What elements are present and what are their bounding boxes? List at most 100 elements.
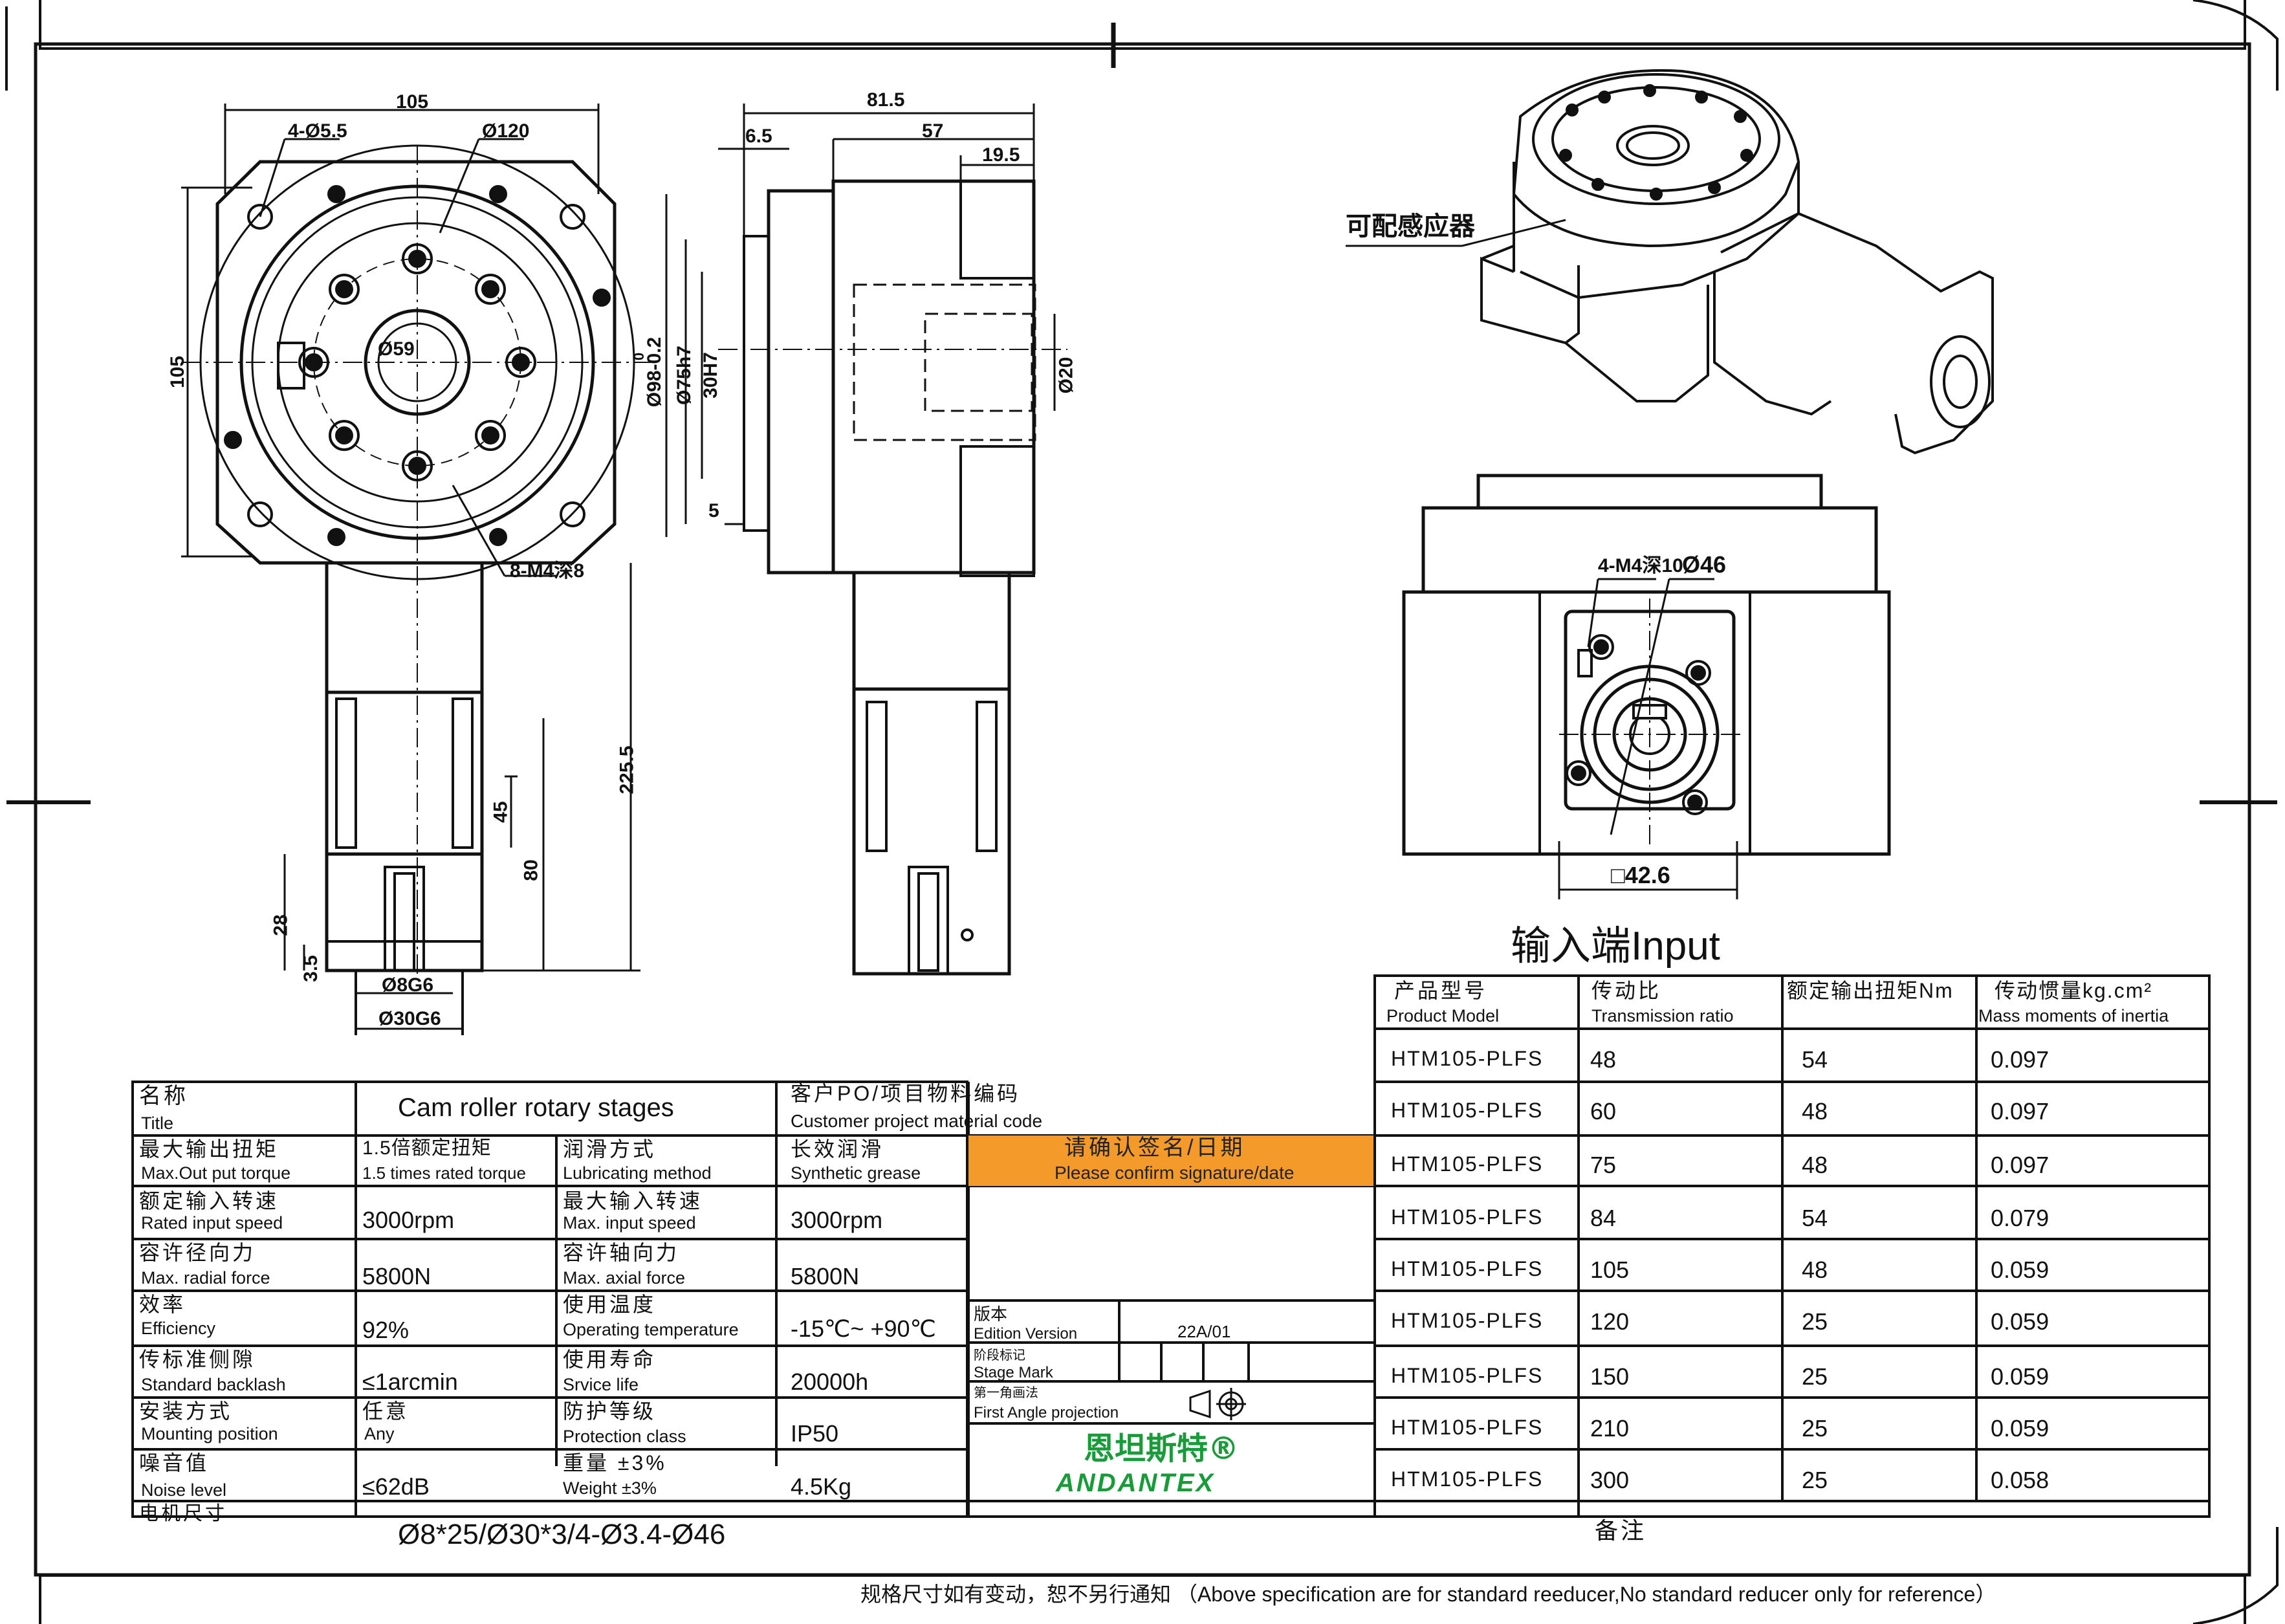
edition-label-cn: 版本 bbox=[974, 1304, 1008, 1324]
spec-row0-label-en: Max.Out put torque bbox=[141, 1163, 291, 1183]
model-name-cell: HTM105-PLFS bbox=[1391, 1257, 1544, 1280]
spec-row1-r-cn: 最大输入转速 bbox=[563, 1189, 703, 1213]
ratio-cell: 150 bbox=[1590, 1363, 1630, 1390]
model-name-cell: HTM105-PLFS bbox=[1391, 1467, 1544, 1491]
spec-row5-r-cn: 防护等级 bbox=[563, 1399, 657, 1423]
corner-mark-tr bbox=[2192, 0, 2279, 91]
ratio-cell: 60 bbox=[1590, 1098, 1617, 1125]
model-header-3-cn: 传动惯量kg.cm² bbox=[1995, 979, 2153, 1002]
ratio-cell: 75 bbox=[1590, 1152, 1617, 1178]
ratio-cell: 84 bbox=[1590, 1205, 1617, 1231]
dim-dia-75: Ø75h7 bbox=[673, 346, 695, 405]
ratio-cell: 48 bbox=[1590, 1046, 1617, 1073]
spec-row5-r-en: Protection class bbox=[563, 1427, 686, 1446]
spec-row5-v1-cn: 任意 bbox=[362, 1399, 410, 1423]
torque-cell: 54 bbox=[1802, 1205, 1828, 1231]
ratio-cell: 300 bbox=[1590, 1467, 1630, 1493]
dim-holes-8: 8-M4深8 bbox=[510, 560, 585, 582]
projection-label-en: First Angle projection bbox=[974, 1404, 1119, 1421]
model-header-0-en: Product Model bbox=[1386, 1006, 1500, 1026]
spec-row6-label-en: Noise level bbox=[141, 1480, 227, 1500]
dim-dia-59: Ø59 bbox=[378, 338, 415, 360]
dim-dia-20: Ø20 bbox=[1055, 357, 1077, 394]
spec-row3-v2: -15℃~ +90℃ bbox=[791, 1315, 936, 1342]
stage-label-en: Stage Mark bbox=[974, 1364, 1053, 1381]
spec-row4-r-en: Srvice life bbox=[563, 1375, 639, 1394]
model-header-1-en: Transmission ratio bbox=[1591, 1006, 1734, 1026]
corner-mark-br bbox=[2192, 1527, 2279, 1624]
brand-logo-cn: 恩坦斯特® bbox=[1084, 1431, 1240, 1467]
dim-side-81-5: 81.5 bbox=[867, 89, 905, 111]
spec-row3-label-cn: 效率 bbox=[139, 1293, 186, 1316]
customer-label-en: Customer project material code bbox=[791, 1111, 1043, 1131]
torque-cell: 48 bbox=[1802, 1256, 1828, 1283]
model-name-cell: HTM105-PLFS bbox=[1391, 1205, 1544, 1229]
title-label-cn: 名称 bbox=[139, 1084, 188, 1108]
spec-row5-label-en: Mounting position bbox=[141, 1424, 278, 1443]
inertia-cell: 0.058 bbox=[1991, 1467, 2050, 1493]
confirm-signature-box[interactable] bbox=[968, 1136, 1373, 1186]
ratio-cell: 105 bbox=[1590, 1256, 1630, 1283]
title-label-en: Title bbox=[141, 1114, 174, 1133]
spec-row2-r-cn: 容许轴向力 bbox=[563, 1241, 680, 1264]
ratio-cell: 120 bbox=[1590, 1308, 1630, 1335]
side-view bbox=[665, 104, 1067, 976]
spec-row6-label-cn: 噪音值 bbox=[139, 1451, 210, 1475]
front-view bbox=[181, 104, 653, 1035]
dim-input-holes: 4-M4深10 bbox=[1598, 555, 1683, 576]
spec-row2-r-en: Max. axial force bbox=[563, 1268, 686, 1288]
sensor-note: 可配感应器 bbox=[1346, 212, 1475, 241]
spec-row1-label-cn: 额定输入转速 bbox=[139, 1189, 279, 1213]
dim-side-6-5: 6.5 bbox=[745, 126, 772, 147]
dim-side-57: 57 bbox=[922, 120, 944, 142]
front-flange-outline bbox=[215, 160, 617, 565]
dim-input-square: □42.6 bbox=[1611, 862, 1670, 888]
spec-row1-r-en: Max. input speed bbox=[563, 1213, 696, 1233]
dim-dia-98: Ø98-0.2 bbox=[644, 336, 666, 408]
dim-28: 28 bbox=[270, 914, 292, 936]
dim-dia-120: Ø120 bbox=[482, 120, 530, 142]
spec-row0-label-cn: 最大输出扭矩 bbox=[139, 1137, 279, 1161]
model-name-cell: HTM105-PLFS bbox=[1391, 1309, 1544, 1332]
spec-row5-label-cn: 安装方式 bbox=[139, 1399, 233, 1423]
model-table-grid bbox=[1373, 974, 2211, 1518]
inner-frame bbox=[34, 42, 2251, 1577]
spec-row3-r-cn: 使用温度 bbox=[563, 1293, 657, 1316]
model-name-cell: HTM105-PLFS bbox=[1391, 1099, 1544, 1122]
inertia-cell: 0.059 bbox=[1991, 1415, 2050, 1442]
spec-row4-v2: 20000h bbox=[791, 1368, 869, 1395]
dim-80: 80 bbox=[520, 859, 542, 881]
spec-row6-r-cn: 重量 ±3% bbox=[563, 1451, 667, 1475]
torque-cell: 25 bbox=[1802, 1467, 1828, 1493]
inertia-cell: 0.059 bbox=[1991, 1308, 2050, 1335]
spec-row5-v1-en: Any bbox=[364, 1424, 395, 1443]
model-header-1-cn: 传动比 bbox=[1591, 979, 1662, 1002]
input-view bbox=[1402, 474, 1891, 899]
inertia-cell: 0.097 bbox=[1991, 1046, 2050, 1073]
spec-row1-label-en: Rated input speed bbox=[141, 1213, 283, 1233]
model-remark: 备注 bbox=[1595, 1517, 1647, 1544]
spec-row2-label-cn: 容许径向力 bbox=[139, 1241, 256, 1264]
dim-dia-30g6: Ø30G6 bbox=[378, 1008, 441, 1029]
inertia-cell: 0.059 bbox=[1991, 1256, 2050, 1283]
dim-45: 45 bbox=[490, 801, 512, 823]
inertia-cell: 0.079 bbox=[1991, 1205, 2050, 1231]
motor-value: Ø8*25/Ø30*3/4-Ø3.4-Ø46 bbox=[398, 1519, 726, 1550]
dim-side-5: 5 bbox=[708, 500, 719, 521]
projection-label-cn: 第一角画法 bbox=[974, 1386, 1038, 1400]
torque-cell: 48 bbox=[1802, 1152, 1828, 1178]
dim-dia-8g6: Ø8G6 bbox=[382, 974, 434, 996]
confirm-label-en: Please confirm signature/date bbox=[1055, 1163, 1295, 1183]
dim-holes-4: 4-Ø5.5 bbox=[288, 120, 347, 142]
inertia-cell: 0.097 bbox=[1991, 1152, 2050, 1178]
projection-symbol bbox=[1189, 1388, 1246, 1420]
dim-3-5: 3.5 bbox=[300, 955, 322, 982]
torque-cell: 54 bbox=[1802, 1046, 1828, 1073]
inertia-cell: 0.097 bbox=[1991, 1098, 2050, 1125]
spec-row0-v1-en: 1.5 times rated torque bbox=[362, 1163, 526, 1183]
brand-logo-en: ANDANTEX bbox=[1056, 1469, 1216, 1497]
edition-label-en: Edition Version bbox=[974, 1325, 1078, 1343]
spec-row1-v2: 3000rpm bbox=[791, 1207, 883, 1233]
dim-side-19-5: 19.5 bbox=[982, 144, 1020, 166]
spec-row0-v1-cn: 1.5倍额定扭矩 bbox=[362, 1137, 492, 1159]
